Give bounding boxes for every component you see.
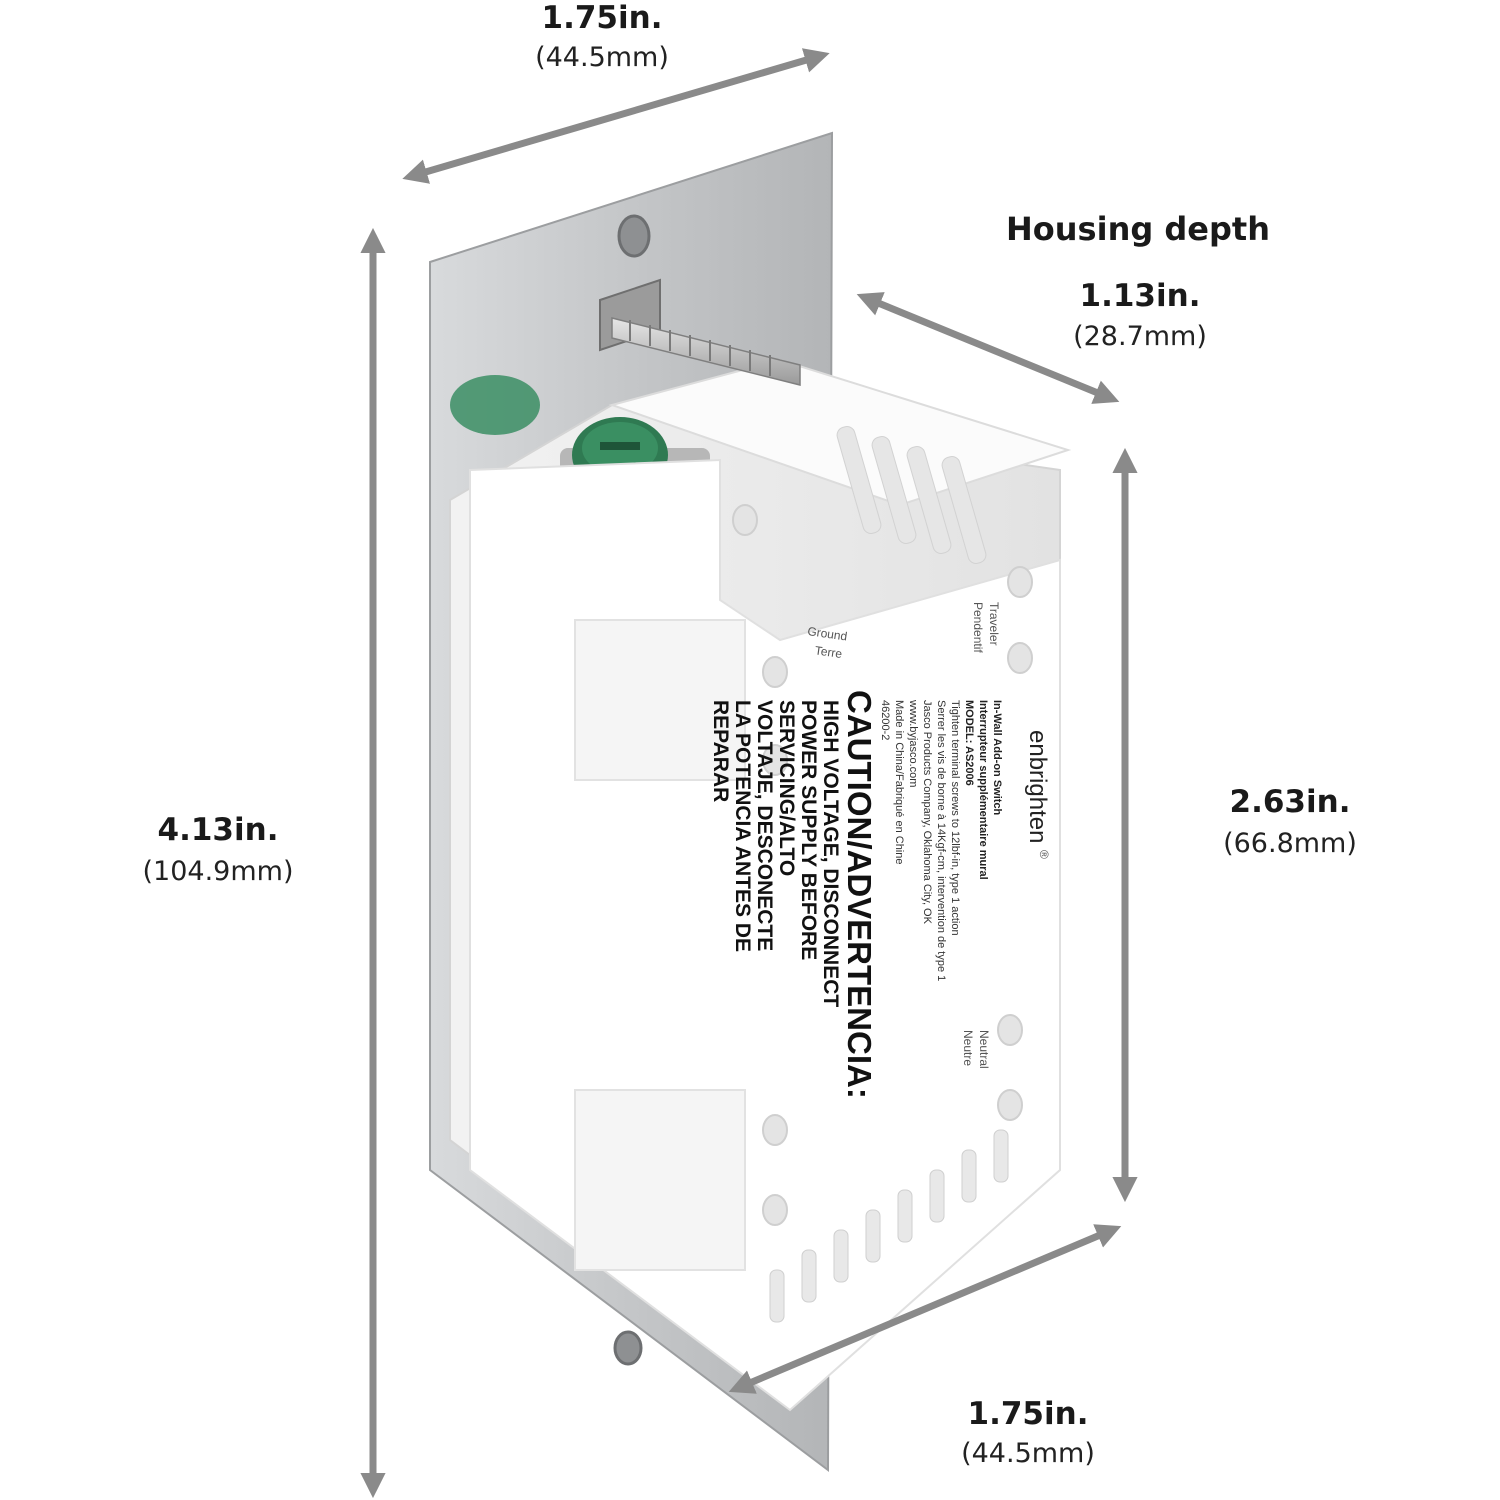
device-illustration: Ground Terre Traveler Pendentif Neutral … [429, 131, 1072, 1473]
brand-mark: ® [1037, 850, 1051, 859]
svg-text:LA POTENCIA ANTES DE: LA POTENCIA ANTES DE [731, 700, 754, 952]
housing-height-label: 2.63in. (66.8mm) [1223, 784, 1357, 859]
svg-text:POWER SUPPLY BEFORE: POWER SUPPLY BEFORE [797, 700, 820, 960]
svg-text:2.63in.: 2.63in. [1230, 784, 1351, 820]
mounting-screw-icon [599, 278, 801, 386]
svg-text:1.75in.: 1.75in. [542, 0, 663, 36]
svg-text:Neutre: Neutre [961, 1030, 975, 1066]
svg-text:Serrer les vis de borne à 14Kg: Serrer les vis de borne à 14Kgf-cm, inte… [935, 700, 947, 981]
svg-text:In-Wall Add-on Switch: In-Wall Add-on Switch [991, 700, 1003, 816]
svg-text:www.byjasco.com: www.byjasco.com [907, 699, 919, 787]
svg-text:(28.7mm): (28.7mm) [1073, 321, 1207, 352]
svg-text:Traveler: Traveler [987, 602, 1001, 646]
svg-text:1.13in.: 1.13in. [1080, 278, 1201, 314]
svg-text:Neutral: Neutral [977, 1030, 991, 1069]
brand-name: enbrighten [1024, 730, 1051, 843]
vent-slots [836, 426, 987, 564]
svg-text:Pendentif: Pendentif [971, 602, 985, 653]
traveler-label: Traveler Pendentif [971, 602, 1001, 653]
svg-text:(66.8mm): (66.8mm) [1223, 828, 1357, 859]
svg-text:Made in China/Fabriqué en Chin: Made in China/Fabriqué en Chine [893, 700, 905, 865]
top-width-arrow [402, 48, 830, 184]
bottom-screw-hole-icon [613, 1330, 643, 1366]
housing-depth-header: Housing depth [1006, 210, 1270, 248]
svg-text:MODEL: AS2006: MODEL: AS2006 [963, 700, 975, 786]
svg-text:(104.9mm): (104.9mm) [143, 856, 294, 887]
svg-text:VOLTAJE, DESCONECTE: VOLTAJE, DESCONECTE [753, 700, 776, 951]
svg-text:(44.5mm): (44.5mm) [961, 1438, 1095, 1469]
svg-text:HIGH VOLTAGE, DISCONNECT: HIGH VOLTAGE, DISCONNECT [819, 700, 842, 1007]
svg-text:Tighten terminal screws to 12l: Tighten terminal screws to 12lbf-in, typ… [949, 700, 961, 936]
svg-text:Ground: Ground [807, 624, 849, 643]
height-label: 4.13in. (104.9mm) [143, 812, 294, 887]
device-label-block: enbrighten ® In-Wall Add-on Switch Inter… [709, 690, 1051, 1099]
svg-text:4.13in.: 4.13in. [158, 812, 279, 848]
svg-text:Jasco Products Company, Oklaho: Jasco Products Company, Oklahoma City, O… [921, 700, 933, 925]
top-screw-hole-icon [617, 214, 651, 258]
svg-text:46200-2: 46200-2 [879, 700, 891, 740]
bottom-width-label: 1.75in. (44.5mm) [961, 1396, 1095, 1469]
terminal-holes [732, 504, 1033, 1226]
housing-depth-label: Housing depth 1.13in. (28.7mm) [1006, 210, 1270, 352]
svg-text:Interrupteur supplémentaire mu: Interrupteur supplémentaire mural [977, 700, 989, 880]
lower-recess [574, 1089, 746, 1271]
svg-text:1.75in.: 1.75in. [968, 1396, 1089, 1432]
depth-arrow [856, 292, 1120, 404]
caution-title: CAUTION/ADVERTENCIA: [841, 690, 878, 1099]
top-width-label: 1.75in. (44.5mm) [535, 0, 669, 73]
svg-text:(44.5mm): (44.5mm) [535, 42, 669, 73]
upper-recess [574, 619, 746, 781]
svg-text:Terre: Terre [814, 643, 843, 661]
dimension-arrows [360, 48, 1138, 1499]
bottom-width-arrow [728, 1224, 1122, 1394]
ground-label: Ground Terre [807, 624, 849, 661]
svg-text:SERVICING/ALTO: SERVICING/ALTO [775, 700, 798, 876]
svg-text:REPARAR: REPARAR [709, 700, 732, 802]
neutral-label: Neutral Neutre [961, 1030, 991, 1069]
